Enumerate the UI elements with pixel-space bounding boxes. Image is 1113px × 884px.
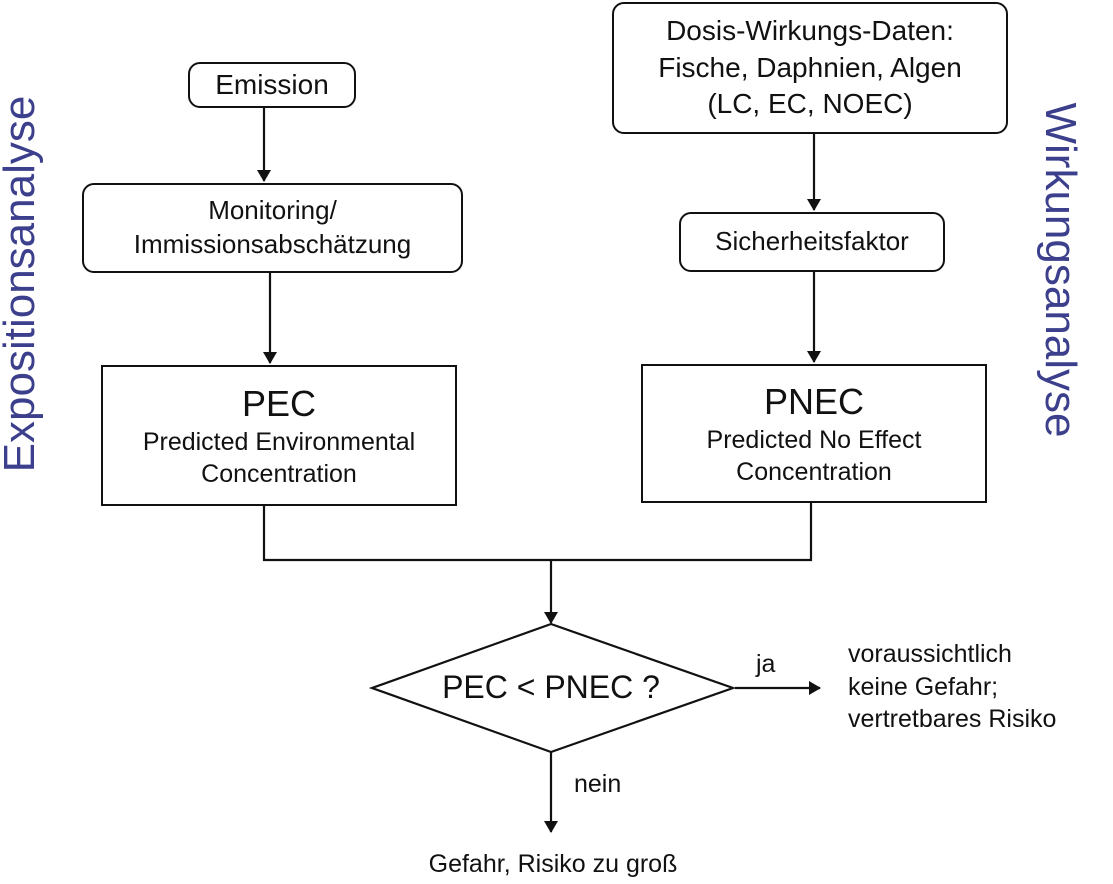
left-side-label: Expositionsanalyse bbox=[0, 95, 44, 473]
monitoring-line-2: Immissionsabschätzung bbox=[133, 229, 412, 259]
yes-result-line-1: voraussichtlich bbox=[848, 640, 1012, 668]
emission-box: Emission bbox=[188, 62, 356, 108]
right-side-label: Wirkungsanalyse bbox=[1036, 102, 1085, 438]
pec-line-2: Concentration bbox=[201, 460, 357, 488]
monitoring-line-1: Monitoring/ bbox=[208, 195, 337, 226]
dose-response-line-3: (LC, EC, NOEC) bbox=[707, 88, 913, 120]
dose-response-line-1: Dosis-Wirkungs-Daten: bbox=[666, 15, 954, 47]
decision-diamond bbox=[368, 622, 737, 754]
merge-line bbox=[262, 503, 813, 562]
decision-label: PEC < PNEC ? bbox=[442, 669, 660, 706]
yes-label: ja bbox=[756, 650, 776, 678]
pec-box: PEC Predicted Environmental Concentratio… bbox=[101, 365, 457, 506]
yes-result-line-3: vertretbares Risiko bbox=[848, 705, 1057, 733]
emission-label: Emission bbox=[215, 68, 329, 100]
pec-line-1: Predicted Environmental bbox=[142, 427, 416, 456]
no-label: nein bbox=[574, 770, 622, 798]
dose-response-line-2: Fische, Daphnien, Algen bbox=[658, 51, 962, 83]
pec-title: PEC bbox=[241, 382, 317, 424]
safety-factor-box: Sicherheitsfaktor bbox=[679, 212, 945, 272]
pnec-line-1: Predicted No Effect bbox=[706, 425, 922, 454]
no-result: Gefahr, Risiko zu groß bbox=[428, 849, 678, 878]
monitoring-box: Monitoring/ Immissionsabschätzung bbox=[82, 183, 463, 273]
dose-response-box: Dosis-Wirkungs-Daten: Fische, Daphnien, … bbox=[612, 2, 1008, 134]
pnec-title: PNEC bbox=[763, 380, 865, 422]
yes-result-line-2: keine Gefahr; bbox=[848, 672, 999, 701]
safety-factor-label: Sicherheitsfaktor bbox=[715, 226, 909, 257]
pnec-box: PNEC Predicted No Effect Concentration bbox=[641, 364, 987, 503]
pnec-line-2: Concentration bbox=[736, 458, 892, 486]
yes-result: voraussichtlich keine Gefahr; vertretbar… bbox=[848, 638, 1056, 736]
